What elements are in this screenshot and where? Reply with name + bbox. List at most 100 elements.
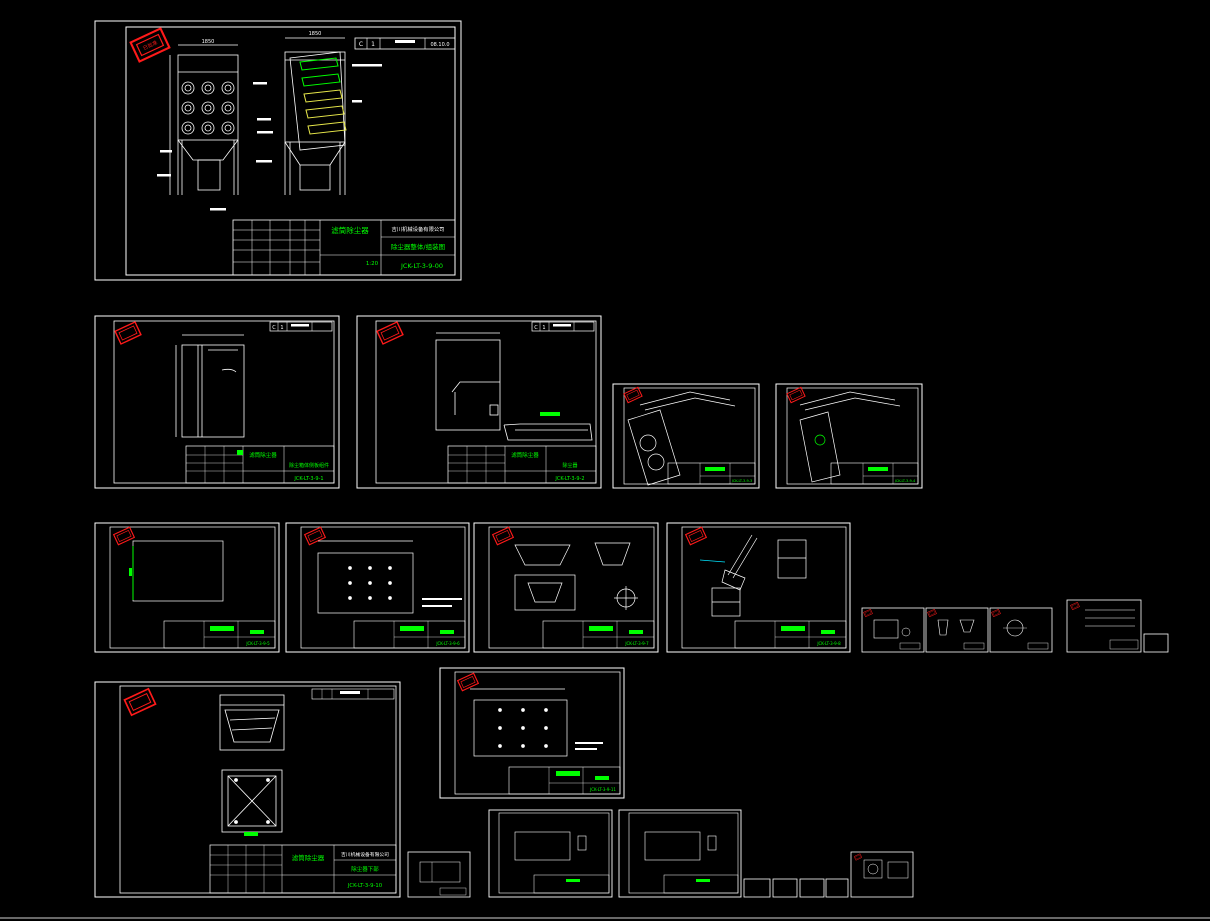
drawing-number: JCK-LT-3-9-00	[400, 262, 443, 270]
title-block: JCK-LT-3-9-7	[542, 620, 655, 649]
drawing-number: JCK-LT-3-9-5	[245, 641, 270, 646]
approval-stamp-icon	[304, 526, 326, 546]
leader-notes	[157, 64, 382, 211]
leader-cyan	[699, 559, 726, 563]
front-dim-width: 1850	[202, 39, 215, 45]
sheet-k[interactable]: 滤筒除尘器 吉川机械设备有限公司 除尘器下部 JCK-LT-3-9-10	[94, 681, 401, 898]
drawing-number: JCK-LT-3-9-6	[435, 641, 460, 646]
sheet-d[interactable]: JCK-LT-3-9-3	[612, 383, 760, 489]
side-view	[284, 37, 346, 195]
filter-cartridges	[299, 57, 341, 87]
drawing-number: JCK-LT-3-9-10	[347, 883, 383, 889]
company-name: 吉川机械设备有限公司	[341, 851, 389, 858]
drawing-title: 除尘器	[562, 462, 577, 469]
sheet-b[interactable]: C 1 滤筒除尘器 除尘箱体侧板组件 JCK-LT-3-9-1	[94, 315, 340, 489]
approval-stamp-icon	[492, 526, 514, 546]
drawing-number: JCK-LT-3-9-3	[731, 479, 752, 483]
green-marker	[129, 568, 132, 576]
note-text-lines	[575, 748, 597, 750]
approval-stamp-icon	[376, 321, 404, 345]
sheet-i[interactable]: JCK-LT-3-9-8	[666, 522, 851, 653]
sheet-main-assembly[interactable]: 已批准 C 1 08.10.0	[94, 20, 462, 281]
drawing-scale: 1:20	[366, 261, 379, 267]
note-text-lines	[422, 598, 462, 600]
product-name: 滤筒除尘器	[249, 451, 277, 459]
revision-block: C 1	[531, 321, 595, 332]
sheet-tiny-5[interactable]	[1143, 633, 1169, 653]
note-text-lines	[422, 605, 452, 607]
tube-sheet-drawing	[317, 540, 414, 614]
drawing-number: JCK-LT-3-9-8	[816, 641, 841, 646]
drawing-title: 除尘器下部	[351, 865, 379, 873]
sheet-l[interactable]: JCK-LT-3-9-11	[439, 667, 625, 799]
title-block: JCK-LT-3-9-8	[734, 620, 847, 649]
title-block: 滤筒除尘器 吉川机械设备有限公司 除尘器下部 JCK-LT-3-9-10	[209, 844, 397, 894]
sheet-m[interactable]	[407, 851, 471, 898]
drawing-number: JCK-LT-3-9-7	[624, 641, 649, 646]
approval-stamp-icon	[685, 526, 707, 546]
revision-date: 08.10.0	[430, 42, 449, 48]
note-text-lines	[575, 742, 603, 744]
revision-letter: C	[272, 325, 276, 331]
revision-block: C 1	[269, 321, 333, 332]
hopper-rotated-drawing	[799, 391, 901, 483]
approval-stamp-icon	[123, 687, 157, 717]
sheet-n[interactable]	[488, 809, 613, 898]
bracket-drawing	[435, 332, 593, 441]
sheet-c[interactable]: C 1 滤筒除尘器 除尘器 JCK-LT-3-9-2	[356, 315, 602, 489]
revision-number: 1	[280, 325, 283, 331]
title-block: JCK-LT-3-9-11	[508, 766, 621, 795]
title-block: 滤筒除尘器 吉川机械设备有限公司 除尘器整体/组装图 JCK-LT-3-9-00…	[232, 219, 456, 276]
sheet-tiny-4[interactable]	[1066, 599, 1142, 653]
product-name: 滤筒除尘器	[331, 225, 369, 235]
sheet-tiny-1[interactable]	[861, 607, 925, 653]
drawing-number: JCK-LT-3-9-1	[293, 476, 323, 482]
inlet-duct-drawing	[711, 534, 807, 617]
green-marker	[540, 412, 560, 416]
front-view	[169, 44, 239, 195]
sheet-q[interactable]	[850, 851, 914, 898]
panel-drawing	[175, 334, 245, 438]
product-name: 滤筒除尘器	[511, 451, 539, 459]
sheet-tiny-2[interactable]	[925, 607, 989, 653]
drawing-title: 除尘箱体侧板组件	[289, 462, 329, 469]
revision-number: 1	[371, 41, 375, 48]
sheet-e[interactable]: JCK-LT-3-9-4	[775, 383, 923, 489]
title-block: 滤筒除尘器 除尘箱体侧板组件 JCK-LT-3-9-1	[185, 445, 335, 484]
side-dim-width: 1850	[309, 31, 322, 37]
title-block: 滤筒除尘器 除尘器 JCK-LT-3-9-2	[447, 445, 597, 484]
tube-plate-drawing	[470, 688, 568, 757]
sheet-f[interactable]: JCK-LT-3-9-5	[94, 522, 280, 653]
revision-letter: C	[534, 325, 538, 331]
green-marker	[244, 832, 258, 836]
revision-number: 1	[542, 325, 545, 331]
title-block: JCK-LT-3-9-3	[667, 462, 756, 485]
sheet-p[interactable]	[743, 878, 849, 898]
title-block: JCK-LT-3-9-4	[830, 462, 919, 485]
drawing-number: JCK-LT-3-9-2	[554, 476, 584, 482]
sheet-o[interactable]	[618, 809, 742, 898]
sheet-h[interactable]: JCK-LT-3-9-7	[473, 522, 659, 653]
drawing-title: 除尘器整体/组装图	[391, 242, 445, 251]
sheet-g[interactable]: JCK-LT-3-9-6	[285, 522, 470, 653]
approval-stamp-icon	[114, 321, 142, 345]
company-name: 吉川机械设备有限公司	[392, 225, 445, 233]
filter-cartridges-yellow	[303, 89, 347, 135]
title-block: JCK-LT-3-9-6	[353, 620, 466, 649]
hopper-rotated-drawing	[627, 391, 736, 486]
sheet-tiny-3[interactable]	[989, 607, 1053, 653]
approval-stamp-icon	[623, 386, 643, 404]
lower-hopper-drawing	[219, 694, 285, 833]
hopper-parts-drawing	[514, 542, 638, 611]
drawing-number: JCK-LT-3-9-11	[589, 787, 616, 792]
drawing-number: JCK-LT-3-9-4	[894, 479, 916, 483]
approval-stamp-icon	[457, 672, 479, 692]
revision-block	[311, 688, 395, 700]
product-name: 滤筒除尘器	[292, 853, 325, 862]
title-block: JCK-LT-3-9-5	[163, 620, 276, 649]
approval-stamp-icon	[113, 526, 135, 546]
plate-outline	[132, 540, 224, 602]
approval-stamp-icon	[786, 386, 806, 404]
revision-letter: C	[359, 41, 363, 48]
